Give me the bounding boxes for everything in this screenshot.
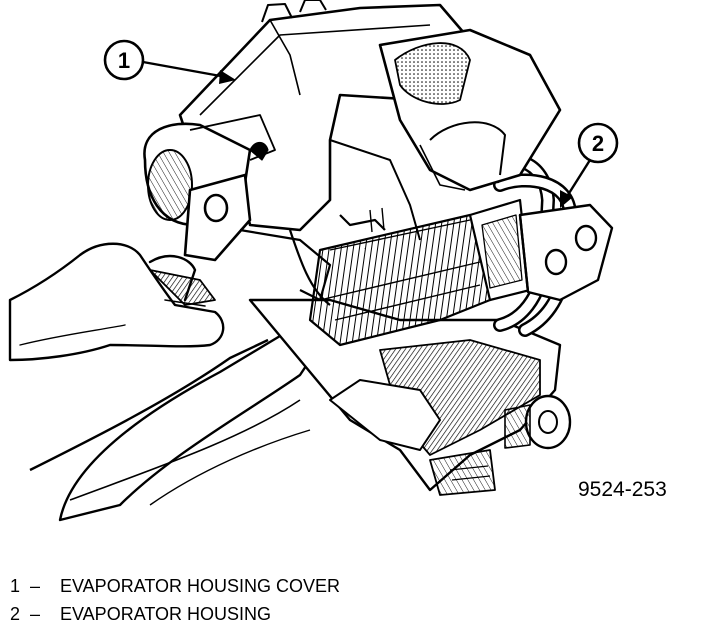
- legend-item-label: EVAPORATOR HOUSING COVER: [60, 576, 341, 596]
- legend-item-number: 1: [10, 576, 21, 596]
- figure-id: 9524-253: [578, 478, 667, 501]
- legend-item-separator: –: [30, 576, 41, 596]
- legend-item: 1–EVAPORATOR HOUSING COVER: [10, 572, 340, 600]
- evaporator-housing: [29, 298, 572, 522]
- legend-item-label: EVAPORATOR HOUSING: [60, 604, 272, 624]
- evaporator-housing-cover: [143, 0, 562, 262]
- legend-item-separator: –: [30, 604, 41, 624]
- exploded-view-illustration: 1 2: [8, 0, 619, 522]
- callout-1: 1: [103, 39, 236, 84]
- legend-item-number: 2: [10, 604, 21, 624]
- callout-1-number: 1: [118, 48, 130, 73]
- technician-hand: [8, 242, 225, 362]
- callout-2: 2: [560, 122, 619, 208]
- legend: 1–EVAPORATOR HOUSING COVER 2–EVAPORATOR …: [10, 572, 340, 628]
- cover-flange: [239, 207, 386, 306]
- callout-2-number: 2: [592, 131, 604, 156]
- legend-item: 2–EVAPORATOR HOUSING: [10, 600, 340, 628]
- evaporator-core: [308, 198, 532, 347]
